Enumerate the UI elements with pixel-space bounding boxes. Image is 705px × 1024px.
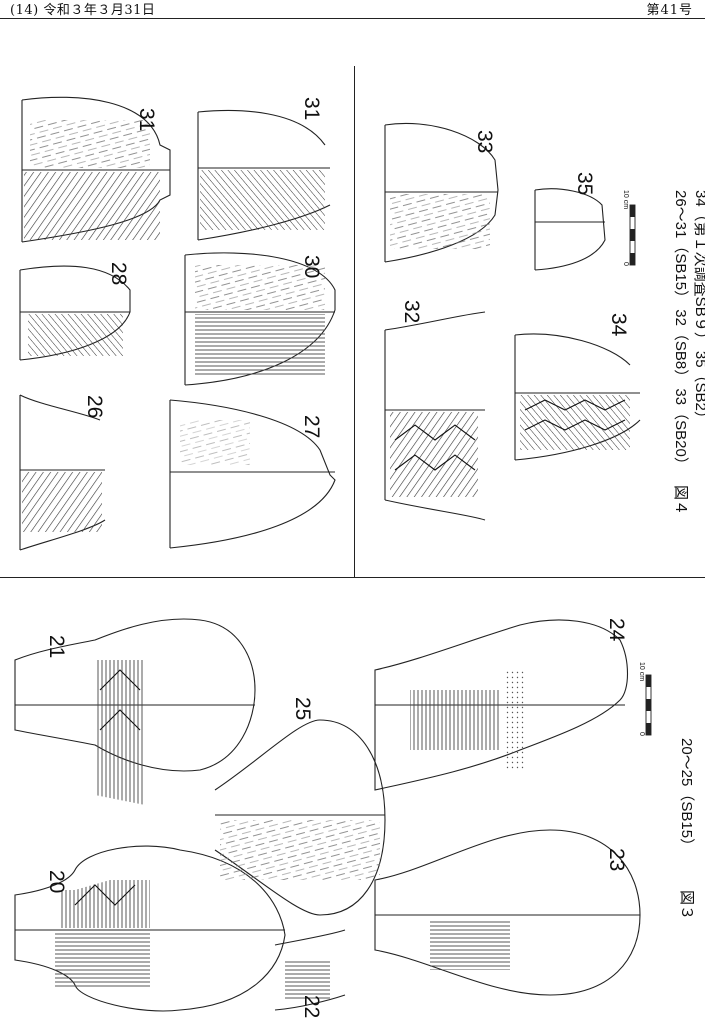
- figure3-scale-bar: 0 10 cm: [638, 662, 652, 736]
- vessel-number-27: 27: [300, 415, 323, 438]
- vessel-23-drawing: [374, 829, 641, 996]
- vessel-number-31: 31: [300, 97, 323, 120]
- vessel-24-drawing: [374, 619, 628, 791]
- page-header: (14) 令和３年３月31日 第41号: [0, 0, 705, 22]
- figure3-caption: 図３ 20～25（SB15）: [678, 738, 695, 920]
- vessel-number-26: 26: [83, 395, 106, 418]
- vessel-number-30: 30: [300, 255, 323, 278]
- header-issue-date: (14) 令和３年３月31日: [10, 3, 156, 18]
- figure4-caption-line1: 26～31（SB15） 32（SB8） 33（SB20）: [672, 190, 689, 472]
- figure4-scale-zero: 0: [622, 262, 629, 266]
- figure3-caption-text: 20～25（SB15）: [678, 738, 695, 853]
- header-rule: [0, 18, 705, 19]
- vessel-number-34: 34: [607, 313, 630, 337]
- figure4-scale-label: 10 cm: [622, 190, 629, 209]
- figure3-scale-zero: 0: [638, 732, 645, 736]
- vessel-number-29: 31: [135, 108, 158, 131]
- vessel-28-drawing: [19, 265, 131, 361]
- vessel-31-drawing: [197, 109, 331, 241]
- vessel-number-28: 28: [107, 262, 130, 285]
- vessel-number-21: 21: [45, 635, 68, 658]
- vessel-20-drawing: [14, 845, 286, 1012]
- vessel-25-drawing: [214, 719, 386, 916]
- vessel-number-32: 32: [400, 300, 423, 323]
- vessel-number-24: 24: [605, 618, 628, 642]
- figure3-caption-label: 図３: [678, 890, 695, 920]
- vessel-number-23: 23: [605, 848, 628, 871]
- vessel-30-drawing: [184, 252, 336, 386]
- vessel-22-drawing: [274, 929, 346, 1011]
- vessel-35-drawing: [534, 188, 606, 271]
- vessel-number-33: 33: [473, 130, 496, 153]
- vessel-number-25: 25: [291, 697, 314, 720]
- vessel-33-drawing: [384, 122, 499, 263]
- figure4-caption: 図４ 26～31（SB15） 32（SB8） 33（SB20） 34（第１次調査…: [672, 190, 705, 515]
- header-issue-number: 第41号: [646, 3, 693, 18]
- vessel-34-drawing: [514, 333, 641, 461]
- vessel-21-drawing: [14, 618, 256, 805]
- section-divider-vertical: [354, 66, 355, 577]
- vessel-number-20: 20: [45, 870, 68, 893]
- vessel-32-drawing: [384, 311, 486, 521]
- figure4-numbers: 31 28 26 31 30 27 33 35 32 34: [83, 97, 630, 438]
- vessel-27-drawing: [169, 399, 336, 549]
- vessel-29-drawing: [21, 96, 171, 243]
- vessel-number-35: 35: [573, 172, 596, 195]
- figure3-numbers: 20 21 22 23 24 25: [45, 618, 628, 1018]
- figure3-scale-label: 10 cm: [638, 662, 645, 681]
- figure4-caption-label: 図４: [672, 485, 689, 515]
- section-divider-horizontal: [0, 577, 705, 578]
- figure4-caption-line2: 34（第１次調査SB９） 35（SB2）: [692, 190, 705, 426]
- figure4-scale-bar: 0 10 cm: [622, 190, 636, 266]
- vessel-26-drawing: [19, 394, 106, 551]
- vessel-number-22: 22: [300, 995, 323, 1018]
